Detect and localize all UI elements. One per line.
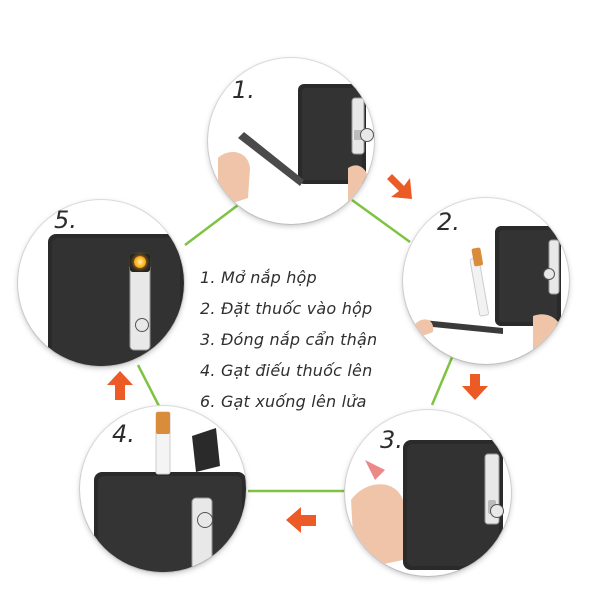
step-2-number: 2. <box>437 208 460 236</box>
instruction-step-1: 1. Mở nắp hộp <box>200 268 317 287</box>
power-icon <box>135 318 149 332</box>
instruction-step-5: 6. Gạt xuống lên lửa <box>200 392 367 411</box>
step-5-number: 5. <box>54 206 77 234</box>
flame-icon <box>134 256 146 268</box>
arrow-down-icon <box>462 374 488 400</box>
step-1-image <box>208 58 374 224</box>
power-icon <box>543 268 555 280</box>
instruction-step-3: 3. Đóng nắp cẩn thận <box>200 330 378 349</box>
connector-4-5 <box>136 364 162 409</box>
instruction-step-2: 2. Đặt thuốc vào hộp <box>200 299 373 318</box>
connector-1-2 <box>351 198 411 244</box>
instruction-list: 1. Mở nắp hộp 2. Đặt thuốc vào hộp 3. Đó… <box>200 262 410 417</box>
connector-2-3 <box>430 354 455 406</box>
step-4-image <box>80 406 246 572</box>
step-1-number: 1. <box>232 76 255 104</box>
instruction-step-4: 4. Gạt điếu thuốc lên <box>200 361 373 380</box>
power-icon <box>360 128 374 142</box>
step-3-image <box>345 410 511 576</box>
power-icon <box>197 512 213 528</box>
connector-1-5 <box>184 201 243 246</box>
arrow-left-icon <box>286 507 316 533</box>
step-5-image <box>18 200 184 366</box>
arrow-up-icon <box>107 371 133 400</box>
power-icon <box>490 504 504 518</box>
step-2-image <box>403 198 569 364</box>
arrow-down-right-icon <box>387 174 412 199</box>
step-4-number: 4. <box>112 420 135 448</box>
step-3-number: 3. <box>380 426 403 454</box>
